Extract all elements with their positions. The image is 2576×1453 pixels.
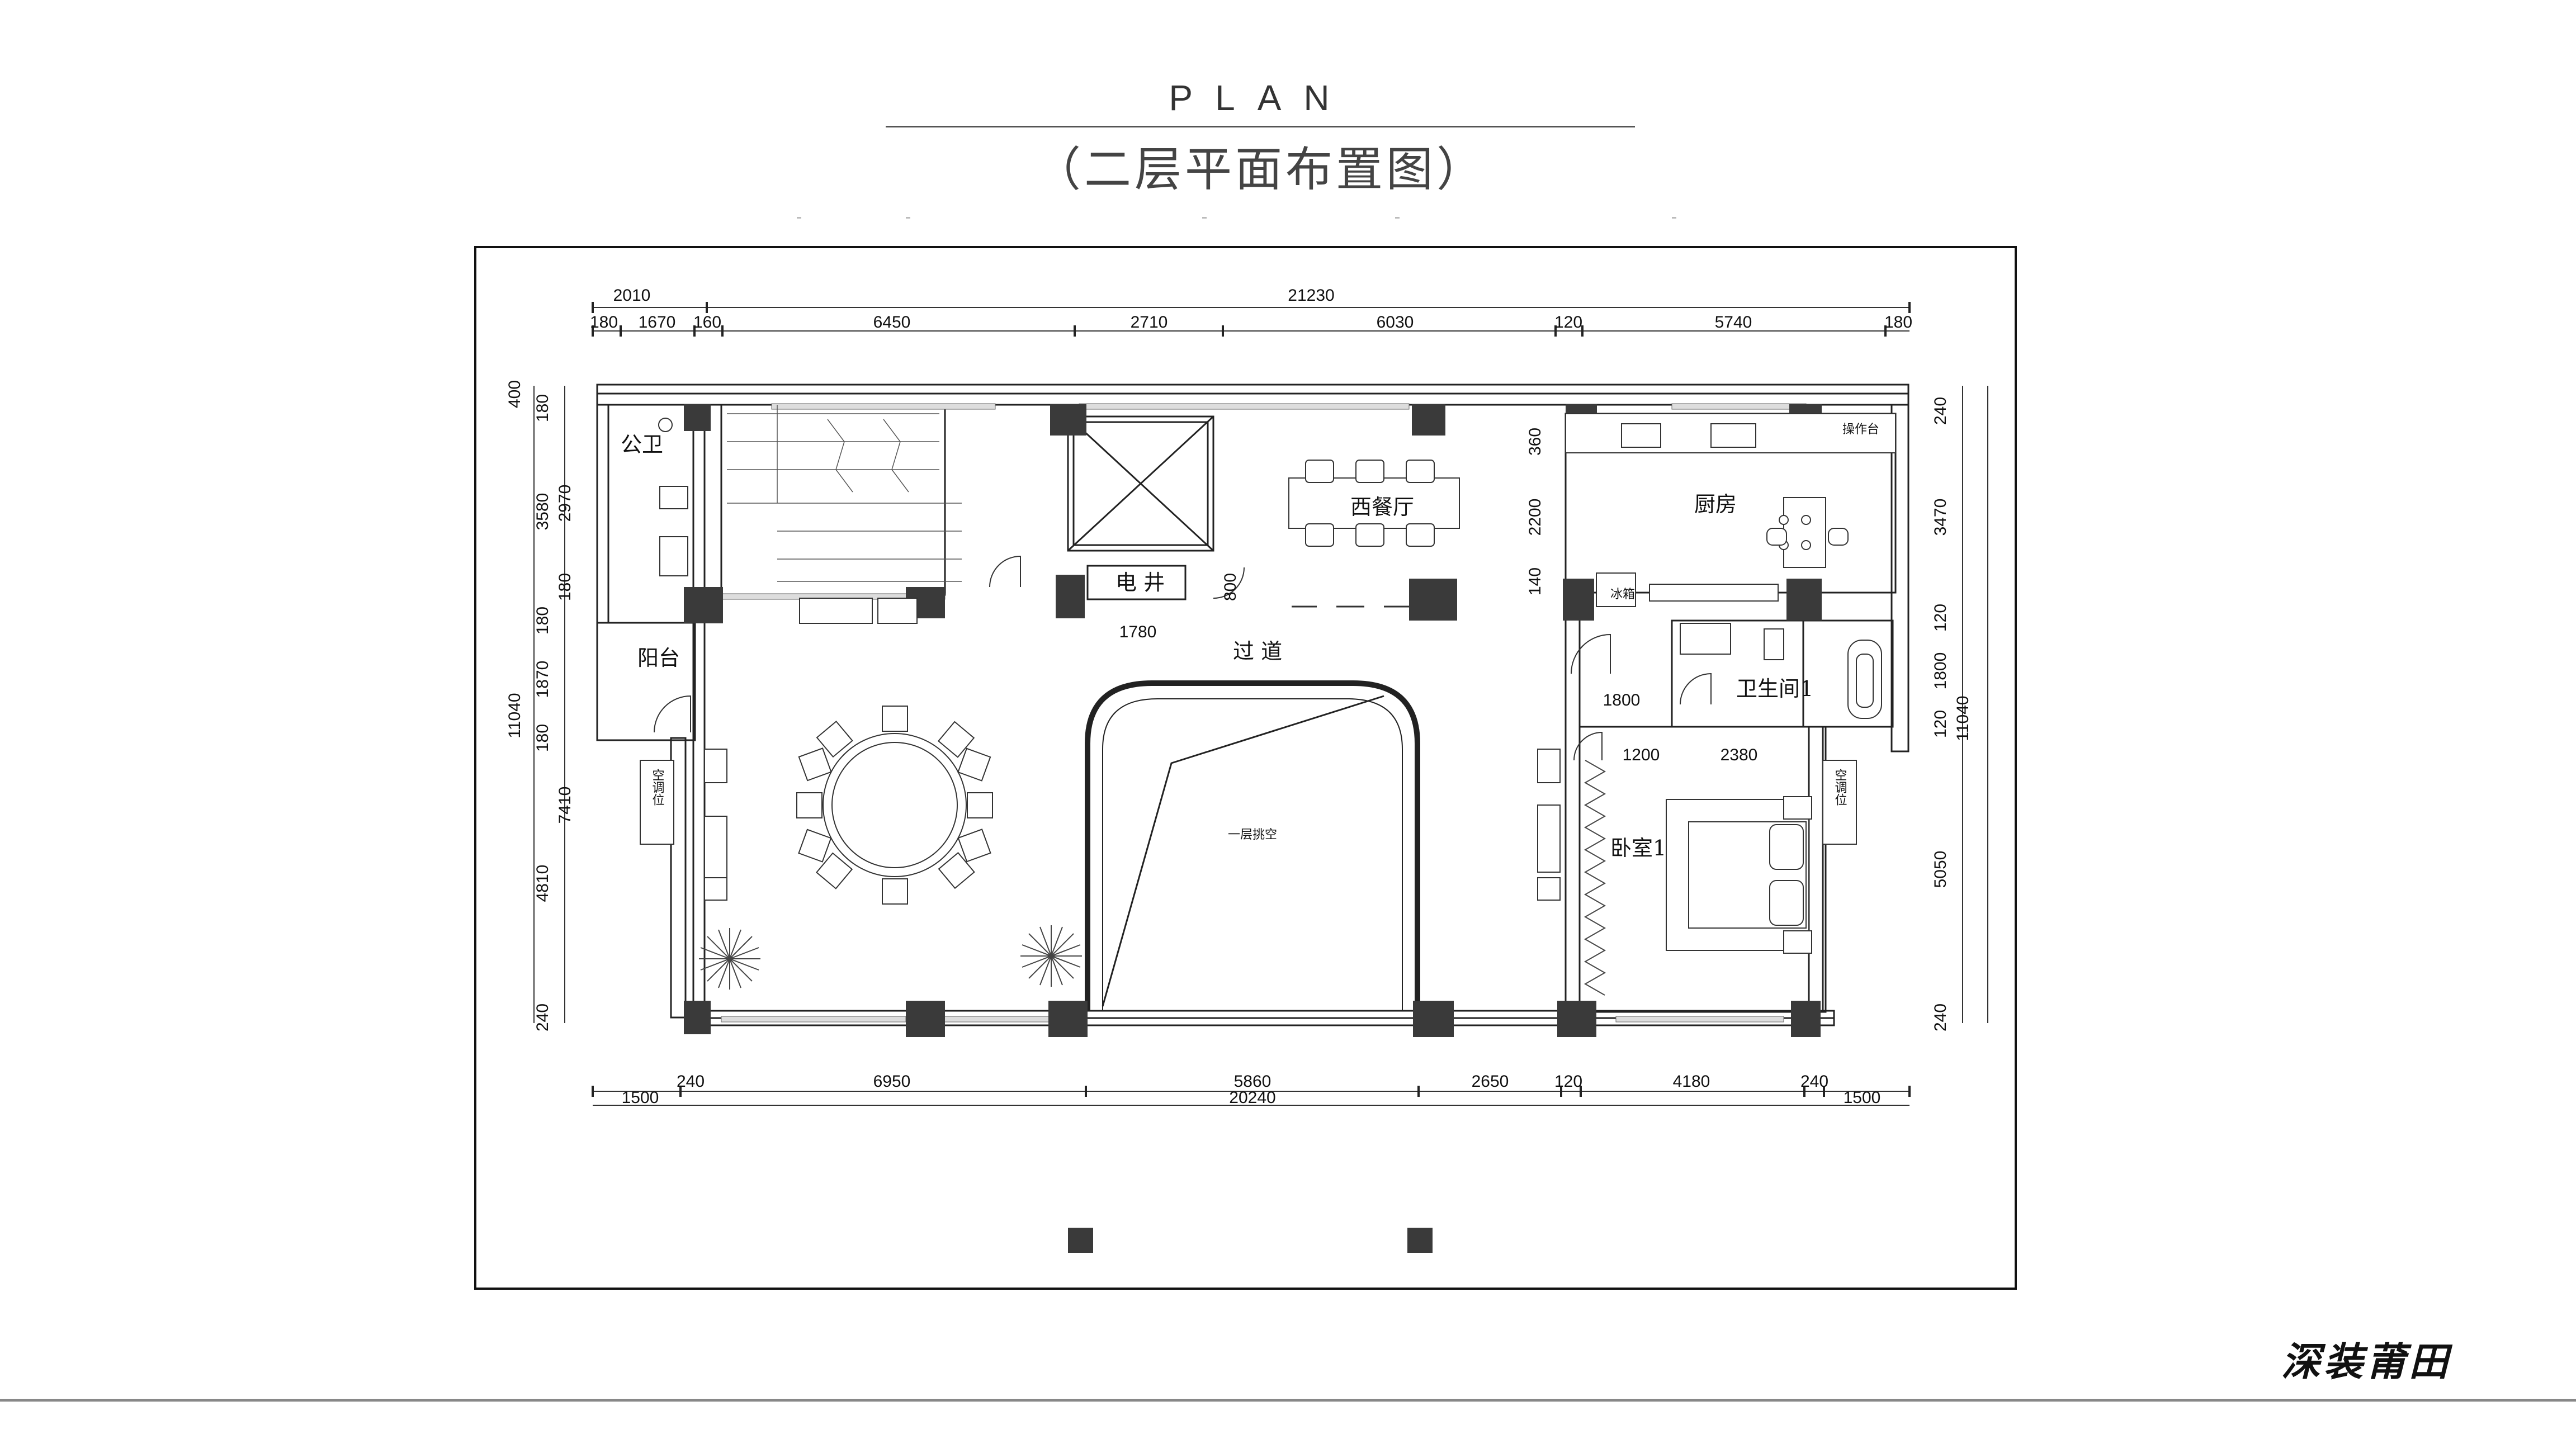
- dim-top-overall: 21230: [1288, 286, 1334, 305]
- room-bathroom1: 卫生间1: [1736, 676, 1813, 701]
- bottom-rule: [0, 1399, 2576, 1402]
- dim-inner-2200: 2200: [1526, 499, 1544, 536]
- bathroom-fixtures: [658, 418, 1882, 719]
- dim-left-7410: 7410: [556, 787, 574, 824]
- dim-top-2010: 2010: [613, 286, 651, 305]
- title-rule: [886, 126, 1635, 127]
- dim-left-400: 400: [505, 380, 524, 408]
- room-public-wc: 公卫: [621, 432, 663, 457]
- dim-top-4: 2710: [1131, 313, 1168, 332]
- dim-inner-2380: 2380: [1721, 746, 1758, 764]
- label-counter: 操作台: [1842, 423, 1879, 437]
- dim-left-3580: 3580: [533, 493, 552, 531]
- dim-left-2970: 2970: [556, 485, 574, 522]
- title-dots: [797, 217, 1676, 219]
- bed: [1666, 796, 1812, 954]
- dim-left-180a: 180: [533, 394, 552, 422]
- dim-left-1870: 1870: [533, 661, 552, 698]
- room-corridor: 过 道: [1233, 639, 1282, 664]
- dim-bot-5: 4180: [1673, 1072, 1710, 1091]
- dim-bot2-0: 1500: [622, 1088, 659, 1107]
- columns: [684, 404, 1822, 1253]
- left-dims: 400 180 3580 2970 180 180 1870 11040 180…: [505, 380, 574, 1031]
- dim-right-11040: 11040: [1954, 695, 1972, 741]
- dim-left-180b: 180: [556, 573, 574, 601]
- dim-right-1800: 1800: [1931, 652, 1950, 690]
- drawing-frame: [474, 246, 2017, 1290]
- dim-right-240b: 240: [1931, 1004, 1950, 1031]
- stair-treads: [727, 405, 962, 582]
- room-balcony: 阳台: [637, 646, 680, 670]
- label-ac-right: 空调位: [1833, 769, 1847, 806]
- dim-left-4810: 4810: [533, 865, 552, 902]
- round-dining-table: [796, 706, 993, 905]
- dim-bot-4: 120: [1554, 1072, 1582, 1091]
- window-strips: [721, 403, 1807, 1023]
- dimension-ticks: [592, 302, 1911, 1097]
- dim-top-3: 6450: [873, 313, 911, 332]
- room-elec-shaft: 电 井: [1116, 570, 1165, 595]
- dim-right-3470: 3470: [1931, 499, 1950, 536]
- dim-bot-6: 240: [1800, 1072, 1828, 1091]
- dim-top-6: 120: [1554, 313, 1582, 332]
- dim-bot-1: 6950: [873, 1072, 911, 1091]
- dim-bot2-1: 20240: [1229, 1088, 1275, 1107]
- dim-top-2: 160: [693, 313, 721, 332]
- dim-right-120b: 120: [1931, 710, 1950, 738]
- room-kitchen: 厨房: [1694, 492, 1737, 517]
- dimension-lines: [533, 307, 1988, 1106]
- dim-top-7: 5740: [1715, 313, 1752, 332]
- dim-inner-140: 140: [1526, 567, 1544, 595]
- dim-top-5: 6030: [1377, 313, 1414, 332]
- room-void: 一层挑空: [1228, 828, 1277, 842]
- brand-logo-text: 深装莆田: [2281, 1338, 2451, 1385]
- dim-top-1: 1670: [639, 313, 676, 332]
- dim-right-5050: 5050: [1931, 851, 1950, 888]
- dim-right-240a: 240: [1931, 397, 1950, 425]
- kitchen-fixtures: [1565, 413, 1896, 607]
- wardrobe-hangers: [1584, 760, 1606, 996]
- dim-top-0: 180: [590, 313, 618, 332]
- dim-left-180c: 180: [533, 607, 552, 635]
- door-swings: [654, 555, 1712, 761]
- label-fridge: 冰箱: [1610, 588, 1635, 602]
- dim-top-8: 180: [1884, 313, 1912, 332]
- dim-left-11040: 11040: [505, 693, 524, 738]
- right-dims: 240 3470 120 1800 120 11040 5050 240: [1931, 397, 1972, 1031]
- room-bedroom1: 卧室1: [1610, 836, 1666, 860]
- dim-left-180d: 180: [533, 724, 552, 752]
- dim-inner-800: 800: [1221, 573, 1240, 601]
- label-ac-left: 空调位: [650, 769, 665, 806]
- plan-subtitle: （二层平面布置图）: [1033, 143, 1487, 196]
- room-western-dining: 西餐厅: [1350, 495, 1414, 519]
- dim-inner-1800: 1800: [1603, 691, 1641, 709]
- dim-inner-1200: 1200: [1623, 746, 1660, 764]
- side-cabinets: [640, 598, 1857, 901]
- dim-inner-1780: 1780: [1119, 623, 1157, 641]
- dim-bot-0: 240: [677, 1072, 705, 1091]
- plan-label: PLAN: [1169, 78, 1352, 118]
- western-dining-table: [1288, 460, 1460, 547]
- dim-inner-360: 360: [1526, 428, 1544, 456]
- plant-icons: [699, 925, 1082, 990]
- dim-bot-3: 2650: [1472, 1072, 1509, 1091]
- dim-right-120a: 120: [1931, 604, 1950, 632]
- dim-bot2-2: 1500: [1844, 1088, 1881, 1107]
- dim-left-240: 240: [533, 1004, 552, 1031]
- dim-bot-2: 5860: [1234, 1072, 1272, 1091]
